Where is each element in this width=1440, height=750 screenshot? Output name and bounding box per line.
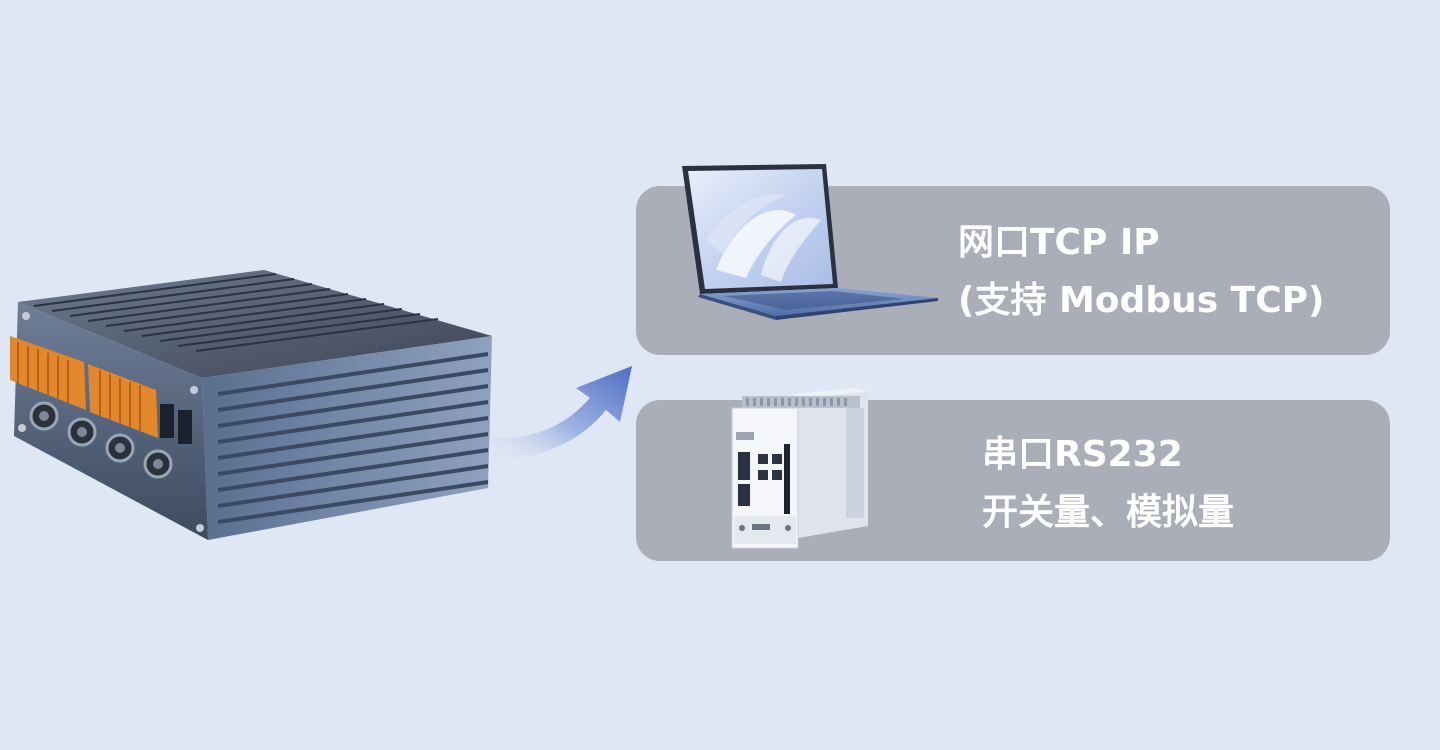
rs232-card-subtitle: 开关量、模拟量 — [982, 492, 1235, 533]
circuit-breaker-icon — [731, 388, 868, 549]
laptop-icon — [682, 164, 938, 320]
curved-arrow-icon — [490, 366, 632, 460]
tcpip-card-text: 网口TCP IP (支持 Modbus TCP) — [958, 214, 1325, 330]
industrial-gateway-icon — [10, 270, 492, 540]
rs232-card-title: 串口RS232 — [982, 434, 1183, 475]
tcpip-card-title: 网口TCP IP — [958, 222, 1160, 263]
rs232-card-text: 串口RS232 开关量、模拟量 — [982, 426, 1234, 542]
tcpip-card-subtitle: (支持 Modbus TCP) — [958, 280, 1325, 321]
